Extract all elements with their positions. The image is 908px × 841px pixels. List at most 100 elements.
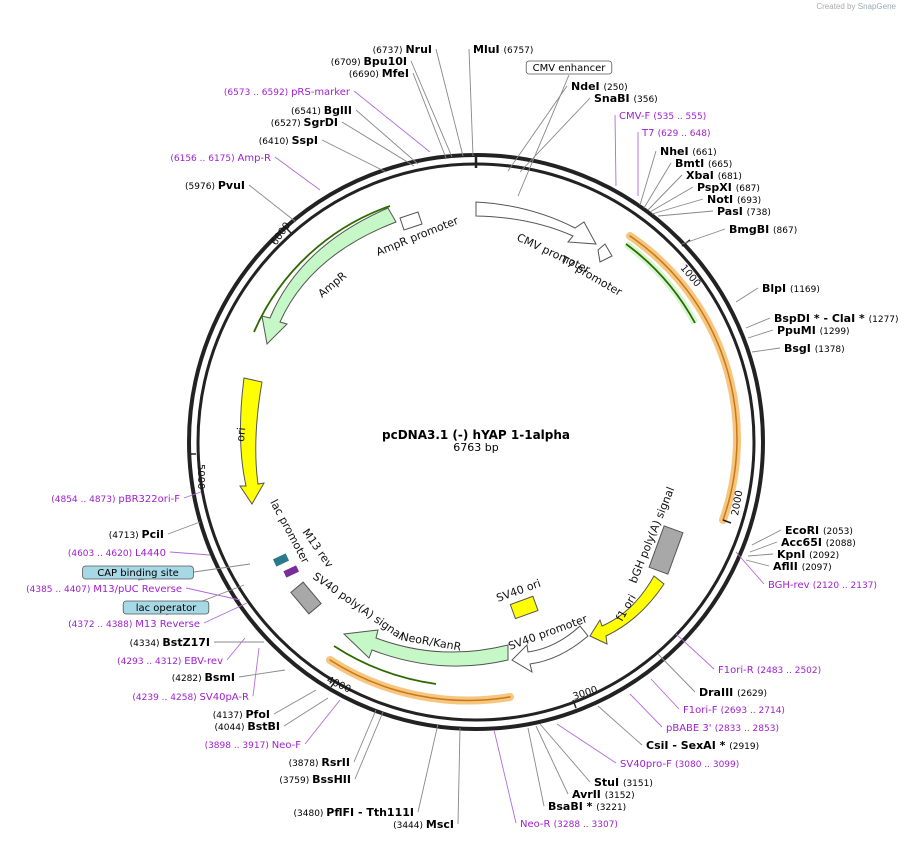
enzyme-leader-line — [745, 317, 771, 329]
enzyme-leader-line — [747, 329, 774, 339]
enzyme-name: PspXI — [697, 181, 736, 194]
enzyme-leader-line — [747, 553, 774, 557]
primer-name: pBR322ori-F — [118, 494, 180, 505]
bgh-polya-box — [648, 525, 684, 575]
enzyme-leader-line — [649, 186, 694, 213]
feature-label: SV40 ori — [495, 577, 543, 605]
primer-position: (2120 .. 2137) — [813, 581, 877, 591]
enzyme-label: (3444) MscI — [393, 818, 454, 831]
enzyme-label: (6690) MfeI — [349, 67, 409, 80]
primer-name: Neo-F — [272, 740, 302, 751]
primer-label: F1ori-F (2693 .. 2714) — [683, 705, 785, 716]
boxed-label: CAP binding site — [97, 568, 179, 579]
enzyme-position: (4334) — [130, 639, 163, 649]
feature-label: AmpR — [316, 269, 350, 300]
enzyme-name: DraIII — [699, 686, 737, 699]
enzyme-position: (1277) — [869, 315, 899, 325]
enzyme-leader-line — [681, 228, 726, 245]
enzyme-position: (4044) — [215, 723, 248, 733]
enzyme-leader-line — [651, 198, 704, 215]
enzyme-position: (6410) — [259, 137, 292, 147]
primer-name: CMV-F — [619, 111, 653, 122]
enzyme-label: AflII (2097) — [773, 560, 832, 573]
enzyme-label: PspXI (687) — [697, 181, 760, 194]
enzyme-name: XbaI — [686, 169, 718, 182]
feature-shapes — [239, 201, 699, 685]
enzyme-name: Acc65I — [781, 536, 826, 549]
primer-label: SV40pro-F (3080 .. 3099) — [620, 759, 739, 770]
enzyme-position: (2919) — [729, 742, 759, 752]
primer-position: (4603 .. 4620) — [68, 549, 135, 559]
snapgene-credit: Created by SnapGene — [816, 2, 896, 11]
enzyme-label: NdeI (250) — [571, 80, 628, 93]
enzyme-name: BssHII — [312, 773, 351, 786]
enzyme-position: (6709) — [331, 58, 364, 68]
highlight-arcs — [326, 232, 741, 705]
enzyme-leader-line — [353, 709, 377, 763]
boxed-label: CMV enhancer — [533, 63, 607, 74]
boxed-label-frame — [525, 60, 613, 75]
enzyme-leader-line — [321, 139, 387, 173]
enzyme-leader-line — [248, 184, 297, 223]
enzyme-position: (2088) — [826, 539, 856, 549]
enzyme-label: (4334) BstZ17I — [130, 636, 210, 649]
f1-ori-arrow — [589, 575, 665, 645]
enzyme-name: AflII — [773, 560, 802, 573]
enzyme-leader-line — [273, 689, 317, 715]
ampr-promoter-arrow — [399, 211, 423, 231]
primer-label: (4854 .. 4873) pBR322ori-F — [51, 494, 180, 505]
enzyme-position: (661) — [692, 148, 716, 158]
enzyme-leader-line — [597, 705, 643, 746]
t7-promoter-arrow — [597, 243, 613, 263]
tick-label: 2000 — [730, 490, 745, 517]
enzyme-position: (867) — [773, 226, 797, 236]
enzyme-name: NruI — [405, 43, 432, 56]
plasmid-title: pcDNA3.1 (-) hYAP 1-1alpha 6763 bp — [382, 428, 570, 454]
enzyme-leader-line — [539, 723, 591, 783]
enzyme-label: PasI (738) — [717, 205, 771, 218]
enzyme-position: (6527) — [271, 119, 304, 129]
enzyme-name: BglII — [324, 104, 352, 117]
enzyme-name: BspDI * - ClaI * — [774, 312, 869, 325]
primer-leader-line — [252, 647, 260, 697]
enzyme-leader-line — [435, 48, 464, 157]
enzyme-position: (5976) — [185, 182, 218, 192]
enzyme-name: BlpI — [762, 282, 790, 295]
enzyme-leader-line — [507, 85, 568, 172]
enzyme-leader-line — [749, 541, 778, 553]
enzyme-label: BspDI * - ClaI * (1277) — [774, 312, 899, 325]
enzyme-position: (6541) — [291, 107, 324, 117]
primer-leader-line — [226, 637, 246, 661]
enzyme-label: KpnI (2092) — [777, 548, 839, 561]
enzyme-name: SnaBI — [594, 92, 633, 105]
primer-leader-line — [614, 114, 617, 187]
primer-label: BGH-rev (2120 .. 2137) — [768, 580, 877, 591]
enzyme-leader-line — [751, 347, 781, 353]
enzyme-label: (6527) SgrDI — [271, 116, 338, 129]
enzyme-name: SgrDI — [304, 116, 338, 129]
tick-labels: 1000 2000 3000 4000 5000 6000 — [195, 221, 745, 703]
primer-leader-line — [556, 723, 617, 764]
primer-name: M13 Reverse — [135, 619, 200, 630]
enzyme-position: (1169) — [790, 285, 820, 295]
primer-leader-line — [650, 678, 680, 710]
primer-name: T7 — [641, 128, 658, 139]
enzyme-label: (3480) PflFI - Tth111I — [294, 806, 415, 819]
enzyme-label: NheI (661) — [660, 145, 717, 158]
enzyme-name: BsgI — [784, 342, 815, 355]
enzyme-label: (4282) BsmI — [172, 671, 235, 684]
primer-position: (6156 .. 6175) — [170, 154, 237, 164]
enzyme-name: BsaBI * — [548, 800, 596, 813]
enzyme-name: MfeI — [382, 67, 409, 80]
primer-label: (4603 .. 4620) L4440 — [68, 548, 166, 559]
enzyme-position: (2097) — [802, 563, 832, 573]
enzyme-leader-line — [417, 723, 439, 813]
enzyme-label: (4044) BstBI — [215, 720, 280, 733]
primer-leader-line — [183, 491, 202, 499]
enzyme-position: (3151) — [623, 779, 653, 789]
enzyme-position: (6757) — [503, 46, 533, 56]
primer-position: (4239 .. 4258) — [132, 693, 199, 703]
enzyme-position: (1299) — [820, 327, 850, 337]
leader-lines — [137, 48, 782, 825]
enzyme-label: (3759) BssHII — [279, 773, 351, 786]
